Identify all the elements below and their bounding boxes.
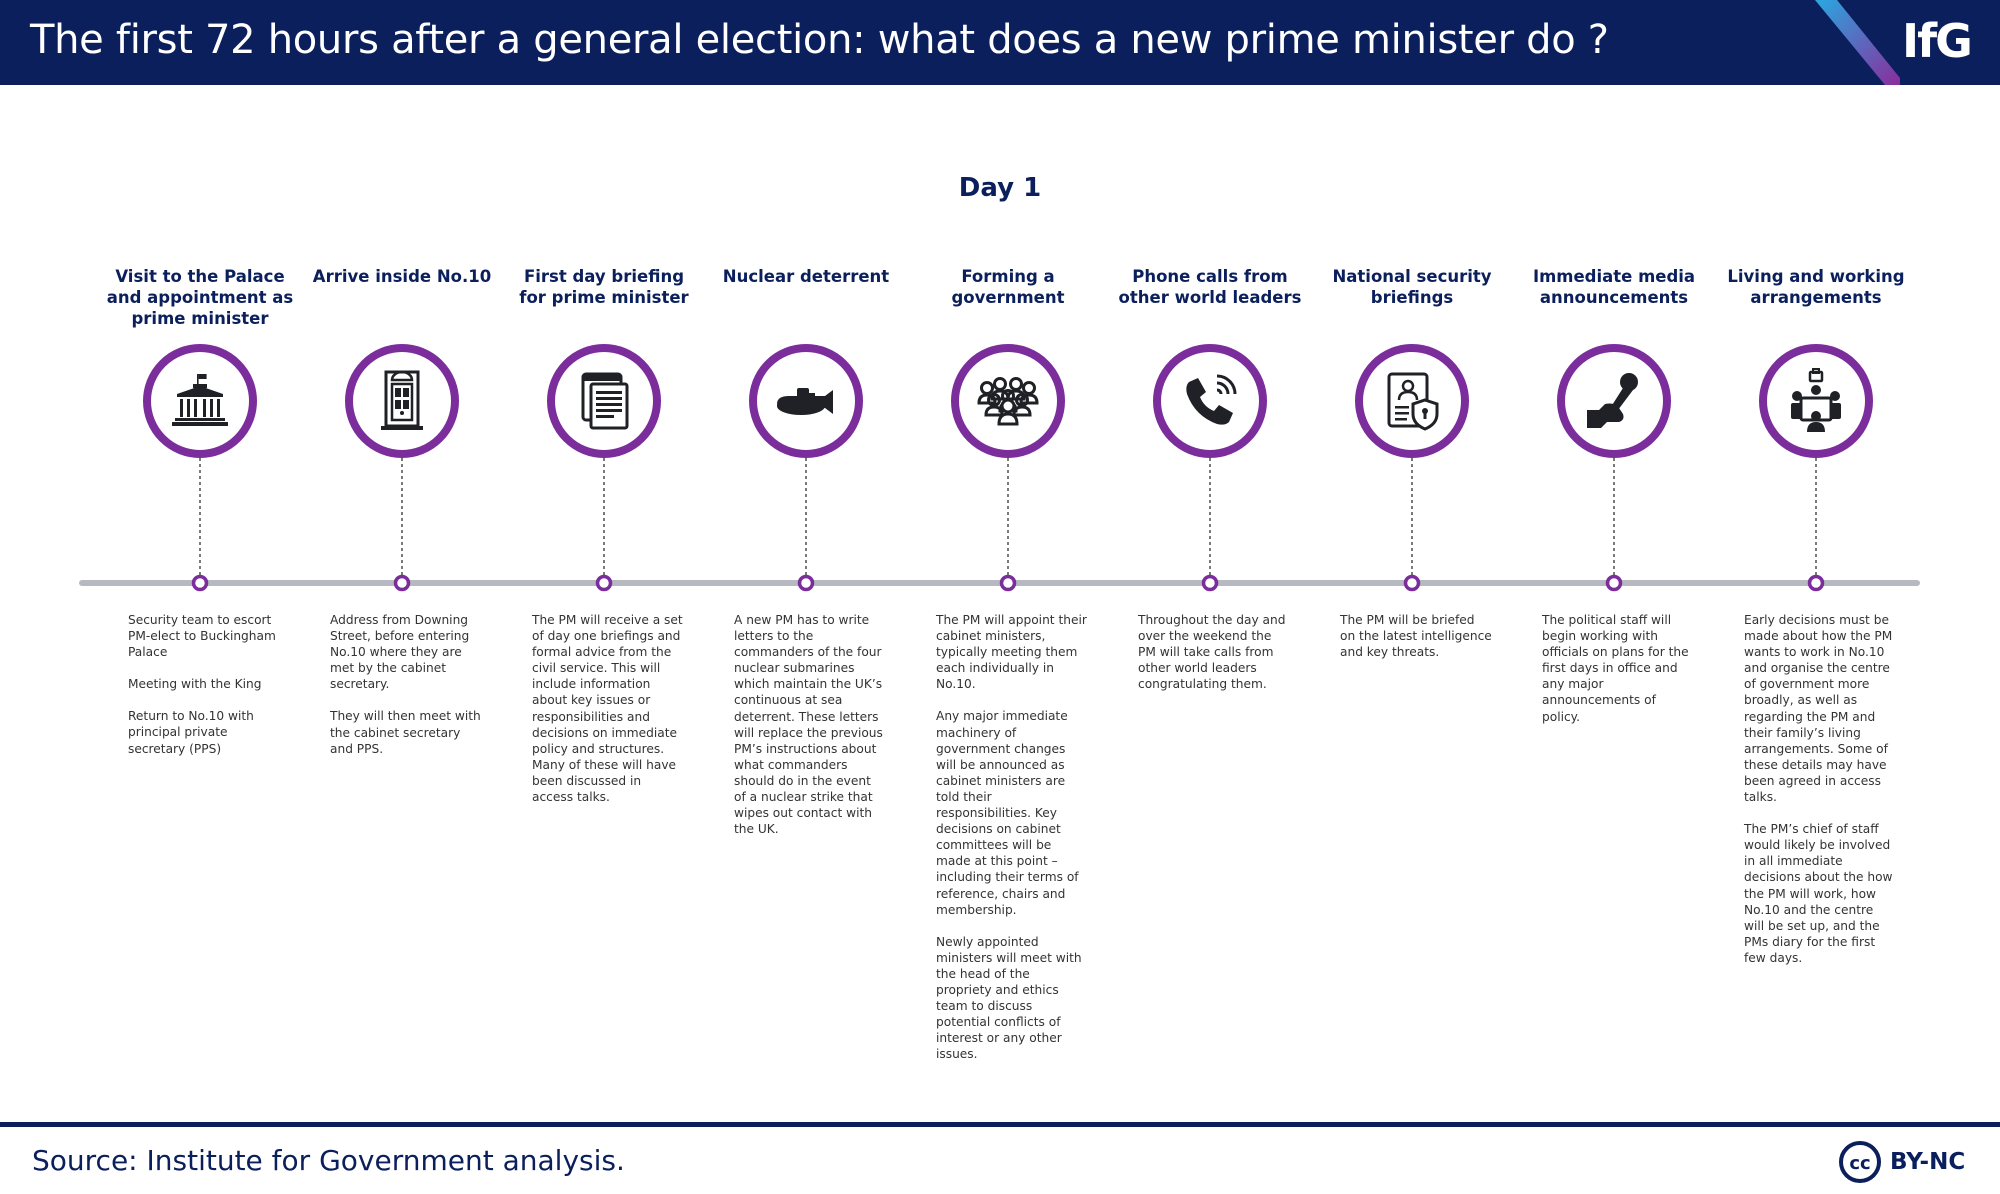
step-title: Visit to the Palace and appointment as p… [106, 267, 294, 328]
license-label: BY-NC [1890, 1149, 1966, 1175]
step-title: Immediate media announcements [1532, 267, 1696, 307]
step-icon-ring [345, 344, 459, 458]
timeline-marker [595, 574, 613, 592]
timeline-marker [1605, 574, 1623, 592]
step-icon-ring [1557, 344, 1671, 458]
ifg-logo: IfG [1902, 14, 1973, 68]
step-title: National security briefings [1332, 267, 1492, 307]
timeline-marker [191, 574, 209, 592]
step-icon-ring [1759, 344, 1873, 458]
people-group-icon [977, 377, 1039, 426]
step-title: Arrive inside No.10 [312, 267, 492, 286]
step-description: Address from Downing Street, before ente… [330, 612, 482, 773]
step-title: Phone calls from other world leaders [1118, 267, 1302, 307]
step-paragraph: Meeting with the King [128, 677, 262, 692]
license-badge: cc BY-NC [1838, 1140, 1965, 1184]
footer-divider [0, 1122, 2000, 1127]
step-paragraph: The PM will appoint their cabinet minist… [936, 613, 1087, 692]
meeting-table-icon [1791, 368, 1841, 432]
header-bar: The first 72 hours after a general elect… [0, 0, 2000, 85]
step-icon-ring [143, 344, 257, 458]
step-description: The political staff will begin working w… [1542, 612, 1694, 741]
step-icon-ring [749, 344, 863, 458]
step-paragraph: Newly appointed ministers will meet with… [936, 934, 1082, 1062]
microphone-icon [1587, 373, 1638, 428]
step-title: Forming a government [951, 267, 1065, 307]
page-title: The first 72 hours after a general elect… [30, 17, 1609, 63]
timeline-marker [393, 574, 411, 592]
logo-accent-stripe [1815, 0, 1900, 85]
submarine-icon [777, 388, 833, 415]
step-title: First day briefing for prime minister [519, 267, 689, 307]
step-description: Security team to escort PM-elect to Buck… [128, 612, 280, 773]
timeline-marker [999, 574, 1017, 592]
step-paragraph: The PM will receive a set of day one bri… [532, 613, 683, 805]
step-description: A new PM has to write letters to the com… [734, 612, 886, 853]
phone-icon [1186, 374, 1237, 425]
timeline-marker [1201, 574, 1219, 592]
step-paragraph: Return to No.10 with principal private s… [128, 709, 254, 756]
step-title: Living and working arrangements [1727, 267, 1905, 307]
step-description: The PM will receive a set of day one bri… [532, 612, 684, 821]
step-description: Throughout the day and over the weekend … [1138, 612, 1290, 708]
step-paragraph: The PM will be briefed on the latest int… [1340, 613, 1492, 660]
step-description: Early decisions must be made about how t… [1744, 612, 1896, 982]
step-icon-ring [1153, 344, 1267, 458]
step-paragraph: Security team to escort PM-elect to Buck… [128, 613, 276, 660]
step-title: Nuclear deterrent [722, 267, 890, 286]
svg-text:cc: cc [1849, 1153, 1870, 1174]
timeline-marker [1403, 574, 1421, 592]
step-paragraph: A new PM has to write letters to the com… [734, 613, 883, 837]
step-description: The PM will appoint their cabinet minist… [936, 612, 1088, 1078]
step-description: The PM will be briefed on the latest int… [1340, 612, 1492, 676]
secure-document-icon [1387, 372, 1439, 431]
timeline-marker [1807, 574, 1825, 592]
source-note: Source: Institute for Government analysi… [32, 1144, 625, 1177]
step-paragraph: They will then meet with the cabinet sec… [330, 709, 481, 756]
step-paragraph: Throughout the day and over the weekend … [1138, 613, 1286, 692]
step-paragraph: The PM’s chief of staff would likely be … [1744, 822, 1893, 965]
step-paragraph: Address from Downing Street, before ente… [330, 613, 470, 692]
documents-icon [581, 372, 629, 430]
day-heading: Day 1 [958, 173, 1042, 203]
step-icon-ring [951, 344, 1065, 458]
timeline-marker [797, 574, 815, 592]
step-icon-ring [1355, 344, 1469, 458]
step-icon-ring [547, 344, 661, 458]
step-paragraph: Any major immediate machinery of governm… [936, 709, 1079, 917]
palace-icon [172, 374, 228, 426]
step-paragraph: Early decisions must be made about how t… [1744, 613, 1893, 805]
step-paragraph: The political staff will begin working w… [1542, 613, 1689, 724]
door-icon [381, 370, 423, 430]
creative-commons-icon: cc [1839, 1141, 1881, 1183]
